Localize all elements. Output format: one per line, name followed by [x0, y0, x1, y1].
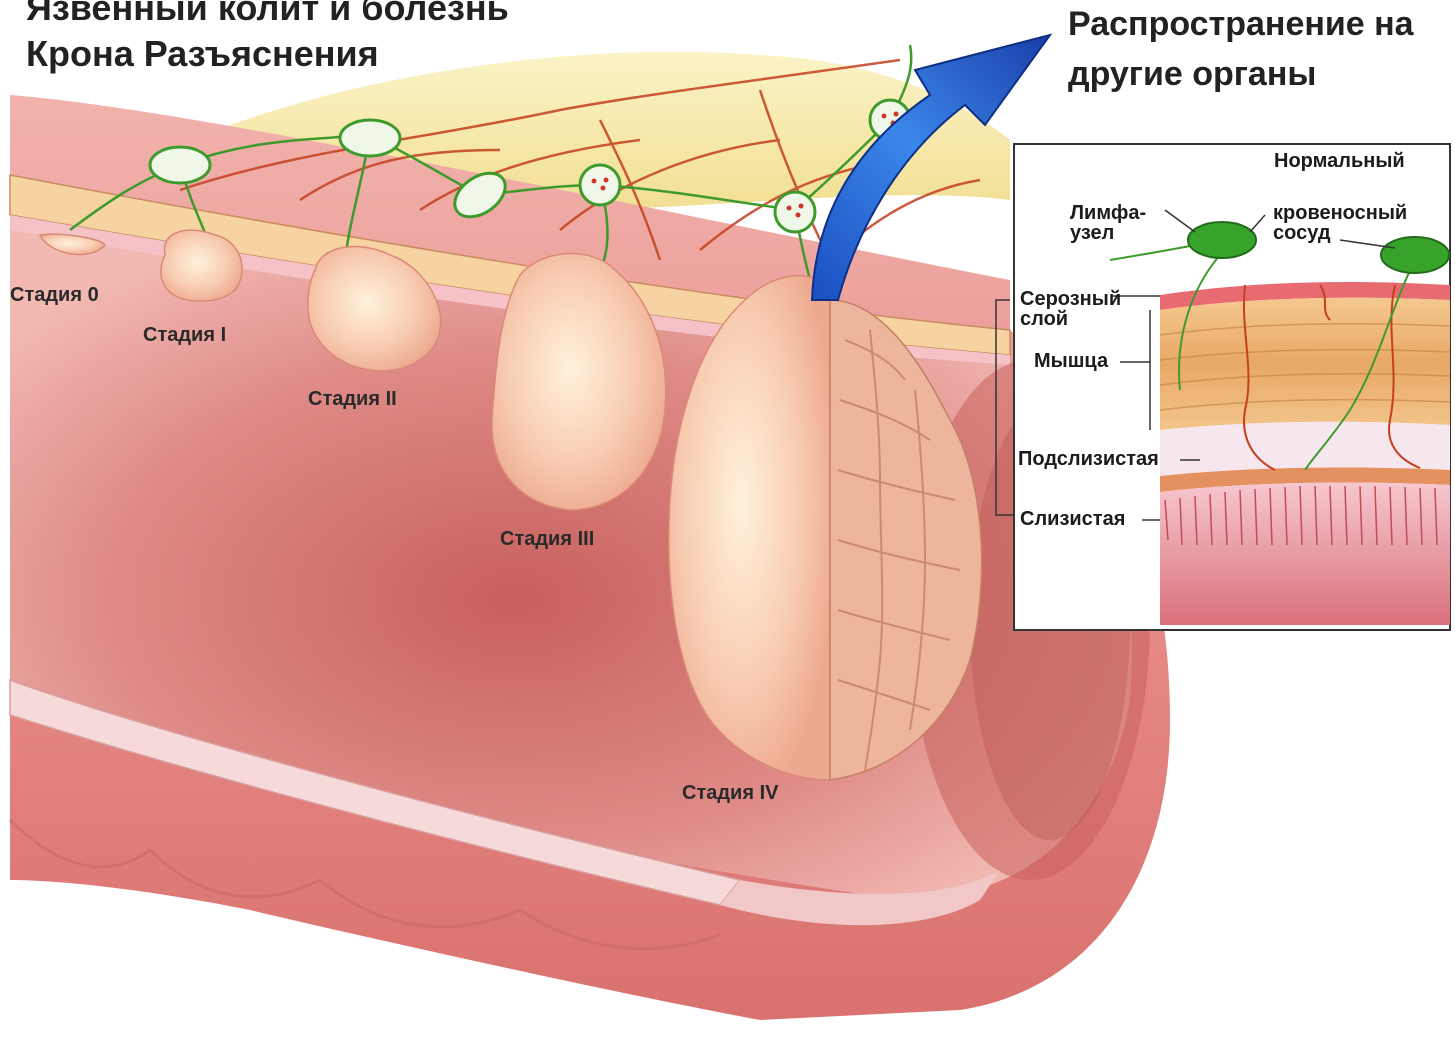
title-line-1: Язвенный колит и болезнь: [26, 0, 509, 28]
inset-lymph-label-2: узел: [1070, 224, 1114, 243]
stage-4-label: Стадия IV: [682, 782, 778, 805]
inset-vessel-label-1: кровеносный: [1273, 204, 1407, 223]
stage-0-label: Стадия 0: [10, 284, 99, 307]
inset-lymph-label-1: Лимфа-: [1070, 204, 1146, 223]
spread-label-line-2: другие органы: [1068, 54, 1316, 94]
stage-2-label: Стадия II: [308, 388, 397, 411]
inset-mucosa-label: Слизистая: [1020, 510, 1125, 529]
inset-vessel-label-2: сосуд: [1273, 224, 1331, 243]
inset-serosa-label-2: слой: [1020, 310, 1068, 329]
stage-1-label: Стадия I: [143, 324, 226, 347]
inset-muscle-label: Мышца: [1034, 352, 1108, 371]
spread-label-line-1: Распространение на: [1068, 4, 1414, 44]
inset-serosa-label-1: Серозный: [1020, 290, 1121, 309]
inset-normal-label: Нормальный: [1274, 152, 1405, 171]
inset-submucosa-label: Подслизистая: [1018, 450, 1159, 469]
stage-3-label: Стадия III: [500, 528, 594, 551]
title-line-2: Крона Разъяснения: [26, 34, 379, 74]
